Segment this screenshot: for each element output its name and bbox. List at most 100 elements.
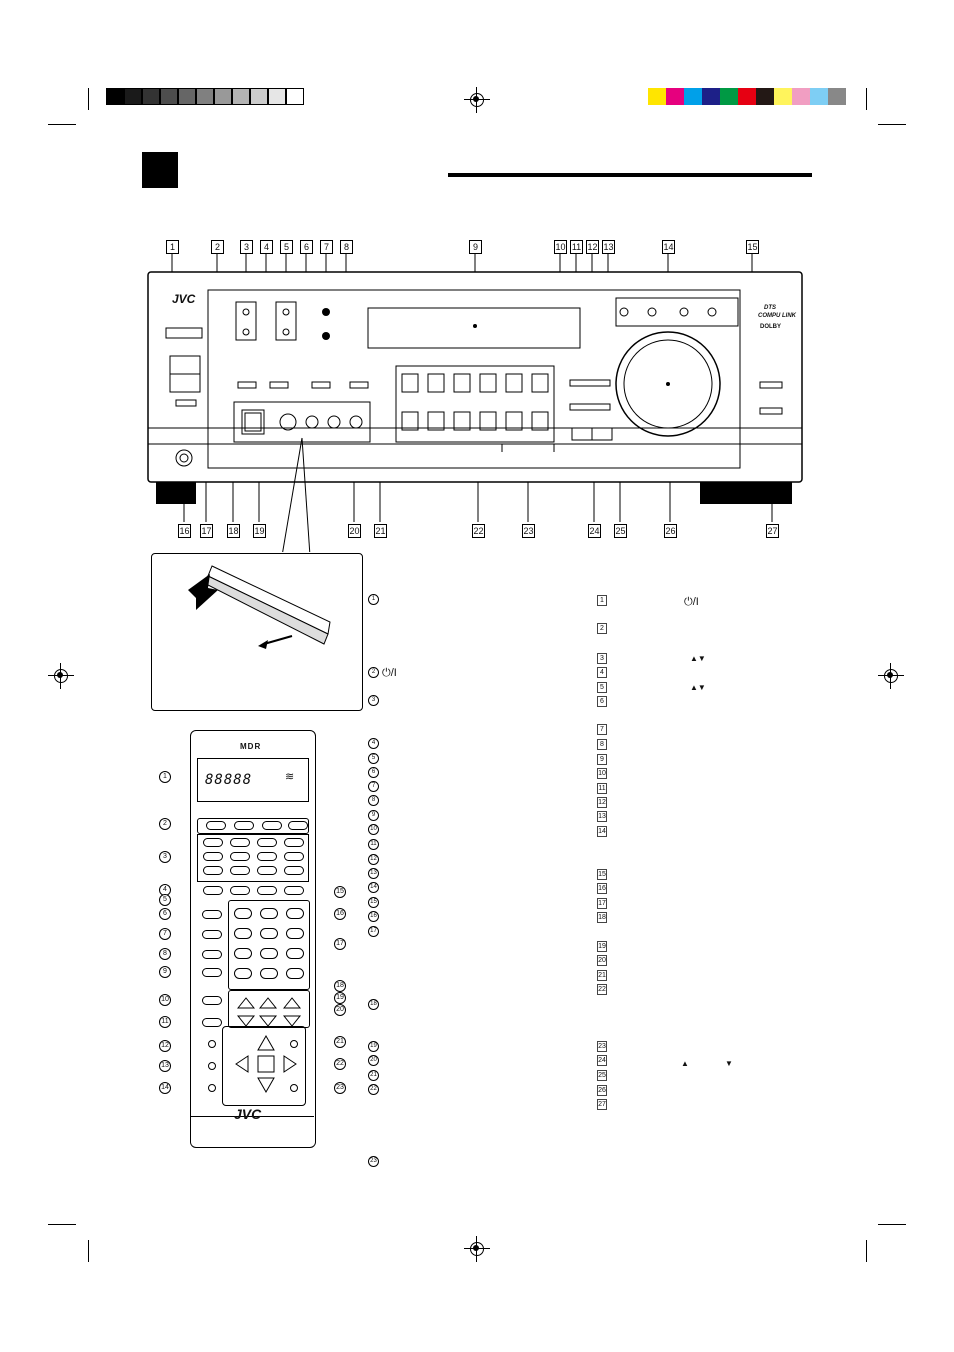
crop-mark <box>866 1240 867 1262</box>
remote-callout: 12 <box>159 1040 171 1052</box>
left-list-marker: 21 <box>368 1070 379 1081</box>
remote-round-button[interactable] <box>208 1040 216 1048</box>
right-list-marker: 26 <box>597 1085 607 1096</box>
remote-callout: 8 <box>159 948 171 960</box>
right-list-marker: 24 <box>597 1055 607 1066</box>
remote-numpad-key[interactable] <box>286 968 304 979</box>
color-swatch <box>702 88 720 105</box>
remote-function-button[interactable] <box>230 886 250 895</box>
remote-power-button[interactable] <box>234 821 254 830</box>
remote-source-button[interactable] <box>284 838 304 847</box>
remote-arrow-keys <box>235 997 302 1094</box>
left-list-marker: 15 <box>368 897 379 908</box>
remote-numpad-key[interactable] <box>234 948 252 959</box>
remote-source-button[interactable] <box>203 866 223 875</box>
remote-numpad-key[interactable] <box>234 968 252 979</box>
remote-power-button[interactable] <box>206 821 226 830</box>
color-swatch <box>684 88 702 105</box>
front-panel-callout: 19 <box>253 524 266 538</box>
remote-function-button[interactable] <box>203 886 223 895</box>
remote-side-button[interactable] <box>202 910 222 919</box>
remote-source-button[interactable] <box>230 838 250 847</box>
right-list-marker: 7 <box>597 724 607 735</box>
remote-source-button[interactable] <box>257 866 277 875</box>
remote-source-button[interactable] <box>257 838 277 847</box>
remote-signal-icon: ≋ <box>285 771 295 783</box>
right-list-marker: 3 <box>597 653 607 664</box>
remote-side-button[interactable] <box>202 930 222 939</box>
remote-callout: 13 <box>159 1060 171 1072</box>
remote-numpad-key[interactable] <box>286 908 304 919</box>
remote-bottom-edge <box>190 1116 314 1147</box>
right-list-marker: 1 <box>597 595 607 606</box>
remote-numpad-key[interactable] <box>260 928 278 939</box>
front-panel-callout: 25 <box>614 524 627 538</box>
gray-swatch <box>214 88 232 105</box>
gray-swatch <box>232 88 250 105</box>
remote-source-button[interactable] <box>257 852 277 861</box>
remote-numpad-key[interactable] <box>286 948 304 959</box>
front-panel-callout: 6 <box>300 240 313 254</box>
remote-numpad-key[interactable] <box>260 968 278 979</box>
left-power-symbol: ⏻/I <box>382 667 397 679</box>
gray-swatch <box>268 88 286 105</box>
right-list-marker: 21 <box>597 970 607 981</box>
remote-source-button[interactable] <box>230 852 250 861</box>
front-panel-callout: 24 <box>588 524 601 538</box>
remote-power-button[interactable] <box>262 821 282 830</box>
remote-source-button[interactable] <box>284 852 304 861</box>
remote-side-button[interactable] <box>202 968 222 977</box>
right-list-marker: 6 <box>597 696 607 707</box>
remote-round-button[interactable] <box>290 1040 298 1048</box>
left-list-marker: 6 <box>368 767 379 778</box>
remote-function-button[interactable] <box>257 886 277 895</box>
remote-function-button[interactable] <box>284 886 304 895</box>
remote-round-button[interactable] <box>208 1062 216 1070</box>
remote-side-button[interactable] <box>202 1018 222 1027</box>
right-list-marker: 20 <box>597 955 607 966</box>
gray-swatch <box>286 88 304 105</box>
remote-round-button[interactable] <box>208 1084 216 1092</box>
left-list-marker: 23 <box>368 1156 379 1167</box>
remote-callout: 14 <box>159 1082 171 1094</box>
remote-numpad-key[interactable] <box>234 908 252 919</box>
remote-source-button[interactable] <box>230 866 250 875</box>
front-panel-brand: JVC <box>172 292 196 306</box>
front-panel-callout: 3 <box>240 240 253 254</box>
remote-source-button[interactable] <box>203 838 223 847</box>
left-list-marker: 18 <box>368 999 379 1010</box>
remote-source-button[interactable] <box>284 866 304 875</box>
crop-mark <box>48 124 76 125</box>
gray-swatch <box>196 88 214 105</box>
color-swatch <box>720 88 738 105</box>
front-panel-callout: 23 <box>522 524 535 538</box>
front-panel-callout: 17 <box>200 524 213 538</box>
remote-round-button[interactable] <box>290 1084 298 1092</box>
right-down-symbol-24: ▼ <box>725 1059 733 1068</box>
remote-numpad-key[interactable] <box>260 908 278 919</box>
front-panel-callout: 12 <box>586 240 599 254</box>
remote-source-button[interactable] <box>203 852 223 861</box>
right-list-marker: 23 <box>597 1041 607 1052</box>
remote-callout: 22 <box>334 1058 346 1070</box>
right-list-marker: 11 <box>597 783 607 794</box>
remote-numpad-key[interactable] <box>234 928 252 939</box>
remote-callout: 7 <box>159 928 171 940</box>
left-list-marker: 1 <box>368 594 379 605</box>
right-list-marker: 14 <box>597 826 607 837</box>
crop-mark <box>878 124 906 125</box>
remote-power-button[interactable] <box>288 821 308 830</box>
crop-mark <box>88 1240 89 1262</box>
remote-numpad-key[interactable] <box>286 928 304 939</box>
remote-callout: 19 <box>334 992 346 1004</box>
remote-side-button[interactable] <box>202 996 222 1005</box>
front-panel-callout: 20 <box>348 524 361 538</box>
remote-numpad-key[interactable] <box>260 948 278 959</box>
remote-side-button[interactable] <box>202 950 222 959</box>
front-panel-callout: 13 <box>602 240 615 254</box>
registration-mark-right <box>878 663 904 689</box>
left-list-marker: 22 <box>368 1084 379 1095</box>
remote-callout: 9 <box>159 966 171 978</box>
front-panel-callout: 9 <box>469 240 482 254</box>
color-swatch <box>810 88 828 105</box>
